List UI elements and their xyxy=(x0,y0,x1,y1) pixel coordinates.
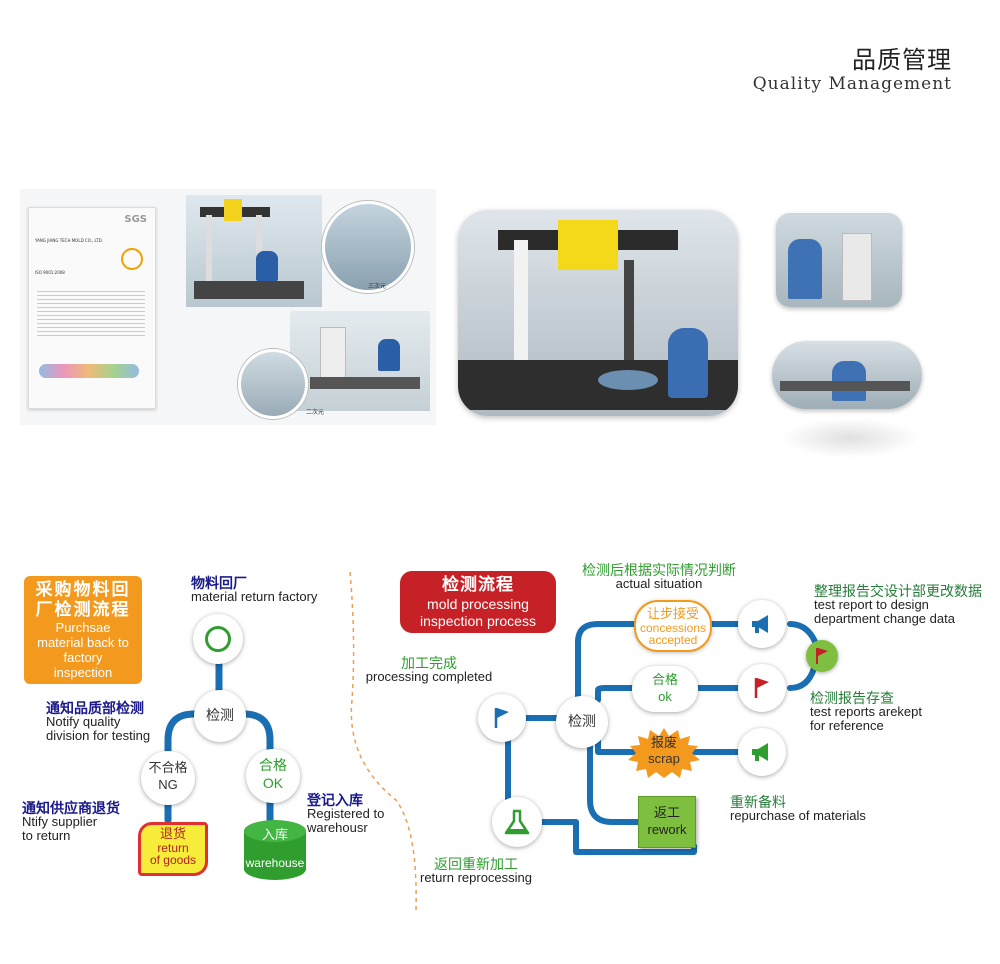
cmm-large-photo xyxy=(458,210,738,416)
ok-node: 合格 OK xyxy=(246,749,300,803)
photo-reflection xyxy=(780,418,920,458)
hardness-tester-photo xyxy=(776,213,902,307)
certificate-color-marks xyxy=(39,364,139,378)
warehouse-cylinder: 入库 warehouse xyxy=(244,820,306,880)
notify-supplier-label: 通知供应商退货 Ntify supplier to return xyxy=(22,800,120,843)
page-title: 品质管理 xyxy=(852,46,952,74)
megaphone-icon xyxy=(752,615,768,633)
report-flag-node xyxy=(806,640,838,672)
notify-quality-label: 通知品质部检测 Notify quality division for test… xyxy=(46,700,151,743)
certificate-company: YANG JIANG TECH MOLD CO., LTD. xyxy=(35,238,103,243)
dashed-separator xyxy=(349,571,417,911)
return-goods-badge: 退货 return of goods xyxy=(138,822,208,876)
return-reprocess-label: 返回重新加工 return reprocessing xyxy=(420,856,532,885)
measurement-photo-panel: SGS YANG JIANG TECH MOLD CO., LTD. ISO 9… xyxy=(20,189,436,425)
left-title-cn-2: 厂检测流程 xyxy=(35,600,131,620)
flask-icon xyxy=(504,809,530,835)
ng-node: 不合格 NG xyxy=(141,751,195,805)
left-title-en-3: factory xyxy=(63,650,103,665)
2d-machine-photo xyxy=(290,311,430,411)
scrap-starburst xyxy=(628,728,700,778)
report-label: 整理报告交设计部更改数据 test report to design depar… xyxy=(814,583,982,626)
ring-icon xyxy=(205,626,231,652)
repurchase-megaphone-node xyxy=(738,728,786,776)
sgs-logo: SGS xyxy=(124,214,147,225)
2d-probe-inset xyxy=(238,349,308,419)
sgs-certificate-image: SGS YANG JIANG TECH MOLD CO., LTD. ISO 9… xyxy=(28,207,156,409)
cmm-machine-photo xyxy=(186,195,322,307)
certificate-iso: ISO 9001:2008 xyxy=(35,270,65,275)
left-inspect-node: 检测 xyxy=(194,690,246,742)
right-flow-connectors xyxy=(505,621,819,855)
sgs-seal-icon xyxy=(121,248,143,270)
rework-badge: 返工 rework xyxy=(638,796,696,848)
left-title-en-2: material back to xyxy=(37,635,129,650)
computer-station-photo xyxy=(772,341,922,409)
blue-flag-icon xyxy=(494,708,509,728)
right-ok-node: 合格 ok xyxy=(632,666,698,712)
report-megaphone-node xyxy=(738,600,786,648)
stored-label: 检测报告存查 test reports arekept for referenc… xyxy=(810,690,922,733)
start-node xyxy=(193,614,243,664)
green-megaphone-icon xyxy=(752,743,768,761)
right-flow-title-box: 检测流程 mold processing inspection process xyxy=(400,571,556,633)
left-title-en-4: inspection xyxy=(53,665,113,680)
processing-done-label: 加工完成 processing completed xyxy=(365,655,493,684)
scrap-label: 报废 scrap xyxy=(648,736,680,766)
processing-done-node xyxy=(478,694,526,742)
repurchase-label: 重新备料 repurchase of materials xyxy=(730,794,866,823)
left-flow-title-box: 采购物料回 厂检测流程 Purchsae material back to fa… xyxy=(24,576,142,684)
left-title-cn-1: 采购物料回 xyxy=(35,580,131,600)
right-inspect-node: 检测 xyxy=(556,696,608,748)
register-label: 登记入库 Registered to warehousr xyxy=(307,792,385,835)
cmm-probe-inset xyxy=(322,201,414,293)
report-flag-icon xyxy=(816,648,828,664)
stored-flag-node xyxy=(738,664,786,712)
material-return-label: 物料回厂 material return factory xyxy=(191,575,318,604)
panel-caption-1: 三次元 xyxy=(368,283,387,290)
judge-label: 检测后根据实际情况判断 actual situation xyxy=(582,562,736,591)
reprocess-flask-node xyxy=(492,797,542,847)
certificate-text-lines xyxy=(37,288,145,338)
page-subtitle: Quality Management xyxy=(752,74,952,94)
left-title-en-1: Purchsae xyxy=(55,620,111,635)
process-flow-diagram xyxy=(164,571,819,911)
red-flag-icon xyxy=(754,678,769,698)
panel-caption-2: 二次元 xyxy=(306,409,325,416)
concession-node: 让步接受 concessions accepted xyxy=(634,600,712,652)
